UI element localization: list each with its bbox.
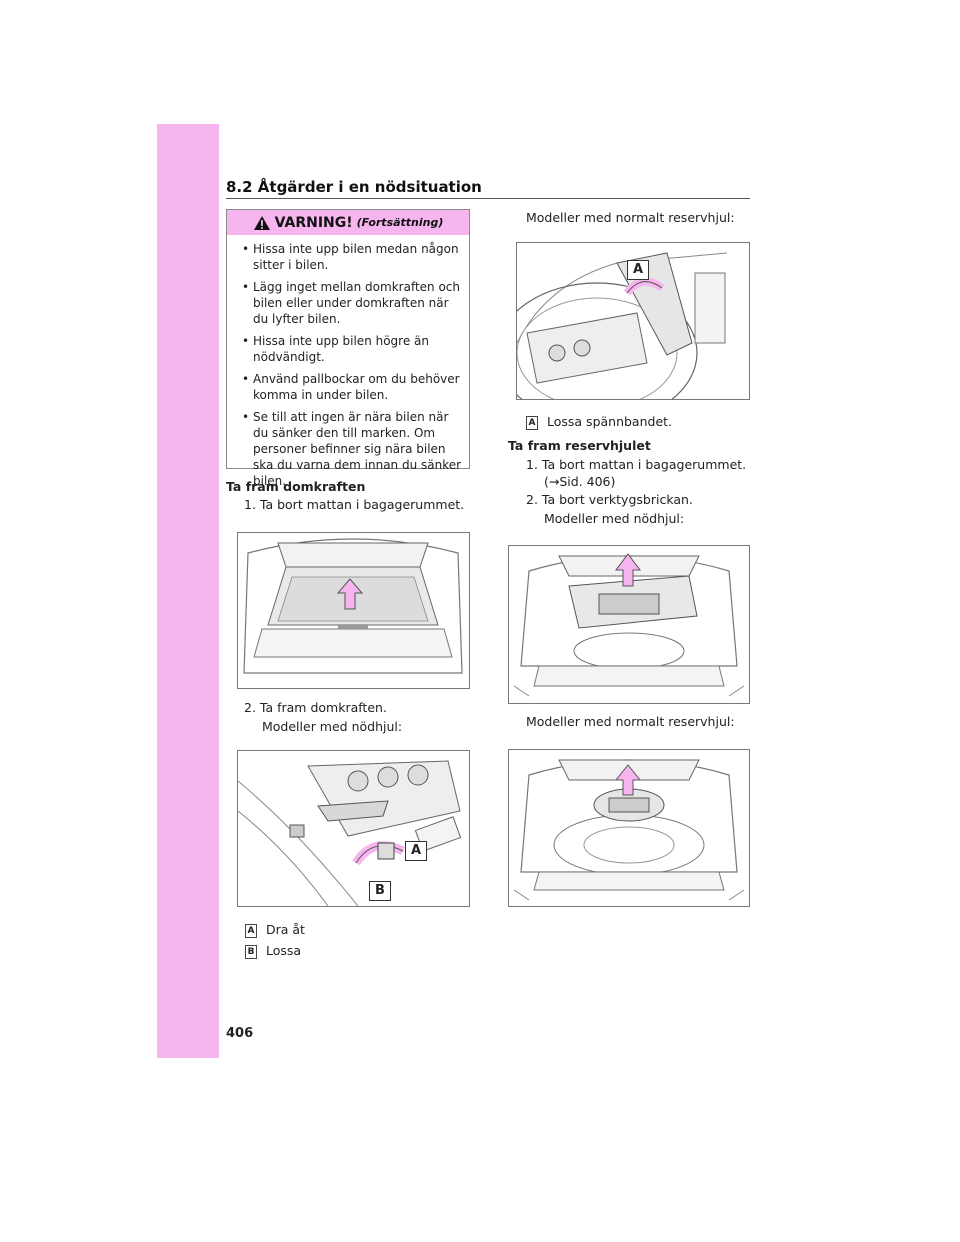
legend-key-strap: A — [526, 415, 538, 430]
spare-step-2: 2. Ta bort verktygsbrickan. — [526, 492, 693, 507]
legend-text-a: Dra åt — [266, 922, 305, 937]
chapter-tab-sidebar — [157, 124, 219, 1058]
figure-label-a: A — [405, 841, 427, 861]
warning-title: VARNING! — [274, 214, 353, 231]
warning-list: Hissa inte upp bilen medan någon sitter … — [227, 235, 469, 489]
page-number: 406 — [226, 1026, 254, 1041]
figure-spare-strap: A — [516, 242, 750, 400]
warning-item: Använd pallbockar om du behöver komma in… — [237, 371, 463, 403]
legend-key-b: B — [245, 944, 257, 959]
figure-label-a-right: A — [627, 260, 649, 280]
spare-heading: Ta fram reservhjulet — [508, 438, 651, 453]
legend-text-strap: Lossa spännbandet. — [547, 414, 673, 429]
jack-heading: Ta fram domkraften — [226, 479, 366, 494]
model-full-1: Modeller med normalt reservhjul: — [526, 210, 735, 225]
spare-model-temp: Modeller med nödhjul: — [544, 511, 685, 526]
spare-step-1: 1. Ta bort mattan i bagagerummet. — [526, 457, 747, 472]
warning-subtitle: (Fortsättning) — [356, 216, 444, 229]
warning-item: Hissa inte upp bilen medan någon sitter … — [237, 241, 463, 273]
spare-step-1-ref: (→Sid. 406) — [544, 474, 616, 489]
jack-step-1: 1. Ta bort mattan i bagagerummet. — [244, 497, 465, 512]
legend-item-strap: A Lossa spännbandet. — [526, 413, 672, 430]
legend-text-b: Lossa — [266, 943, 302, 958]
figure-label-b: B — [369, 881, 391, 901]
warning-header: VARNING! (Fortsättning) — [227, 210, 469, 235]
model-full-2: Modeller med normalt reservhjul: — [526, 714, 735, 729]
warning-item: Se till att ingen är nära bilen när du s… — [237, 409, 463, 489]
legend-item-b: B Lossa — [245, 942, 301, 959]
header-rule — [226, 198, 750, 199]
warning-box: VARNING! (Fortsättning) Hissa inte upp b… — [226, 209, 470, 488]
jack-step-2: 2. Ta fram domkraften. — [244, 700, 387, 715]
figure-tool-tray-full — [508, 749, 750, 907]
figure-jack-tray: A B — [237, 750, 470, 907]
figure-trunk-mat — [237, 532, 470, 689]
warning-triangle-icon — [253, 215, 270, 230]
warning-item: Hissa inte upp bilen högre än nödvändigt… — [237, 333, 463, 365]
warning-item: Lägg inget mellan domkraften och bilen e… — [237, 279, 463, 327]
legend-key-a: A — [245, 923, 257, 938]
legend-item-a: A Dra åt — [245, 921, 305, 938]
section-header: 8.2 Åtgärder i en nödsituation — [226, 178, 482, 196]
figure-tool-tray-temp — [508, 545, 750, 704]
jack-model-temp: Modeller med nödhjul: — [262, 719, 403, 734]
